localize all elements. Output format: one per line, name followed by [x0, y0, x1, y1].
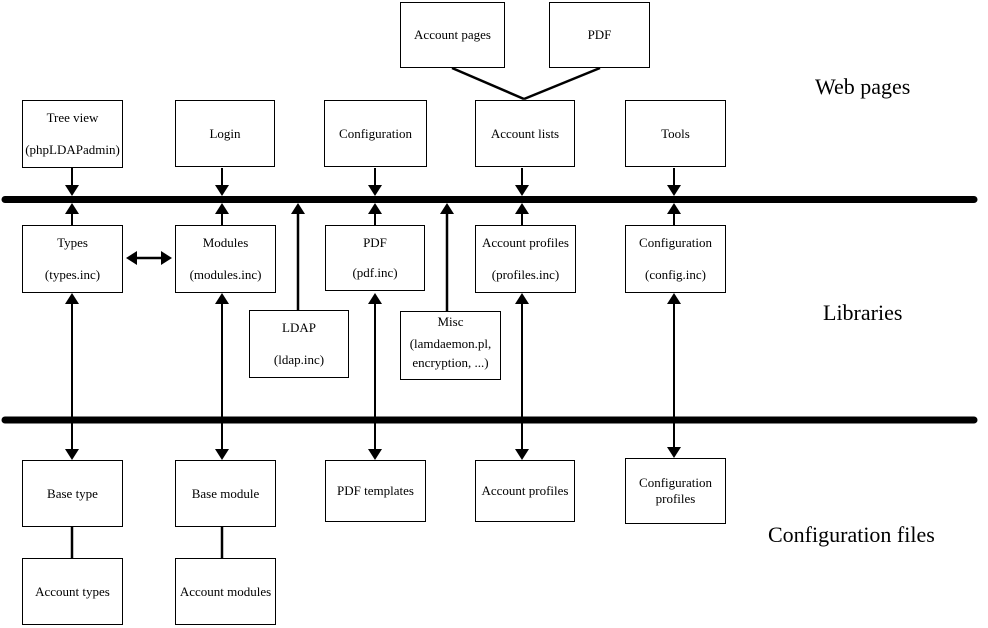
node-account-types: Account types: [22, 558, 123, 625]
node-label: PDF: [587, 27, 612, 43]
node-label: Configuration: [639, 235, 712, 250]
connector-login-modules: [215, 168, 229, 225]
node-sublabel: (config.inc): [644, 267, 706, 283]
node-account-profiles-lib: Account profiles (profiles.inc): [475, 225, 576, 293]
node-account-profiles-file: Account profiles: [475, 460, 575, 522]
node-base-type: Base type: [22, 460, 123, 527]
node-label: Tools: [661, 125, 690, 141]
node-sublabel: (pdf.inc): [352, 265, 398, 281]
node-sublabel: (types.inc): [44, 267, 101, 283]
node-label: Configuration: [639, 475, 712, 491]
node-sublabel: (profiles.inc): [491, 267, 560, 283]
node-sublabel: encryption, ...): [412, 355, 489, 371]
node-pdf-templates: PDF templates: [325, 460, 426, 522]
node-label: Account profiles: [481, 483, 569, 499]
node-label: PDF templates: [337, 483, 414, 499]
node-types: Types (types.inc): [22, 225, 123, 293]
node-label: Base type: [47, 485, 98, 501]
node-label: Account pages: [414, 27, 491, 43]
node-account-lists: Account lists: [475, 100, 575, 167]
connector-pdflib-pdftemplates: [368, 293, 382, 460]
node-tree-view: Tree view (phpLDAPadmin): [22, 100, 123, 168]
node-label: LDAP: [282, 320, 316, 335]
node-pdf-lib: PDF (pdf.inc): [325, 225, 425, 291]
layer-label-configuration-files: Configuration files: [768, 522, 935, 547]
node-login: Login: [175, 100, 275, 167]
node-modules: Modules (modules.inc): [175, 225, 276, 293]
node-account-pages: Account pages: [400, 2, 505, 68]
connector-accountpages-accountlists: [451, 66, 525, 101]
node-configuration-lib: Configuration (config.inc): [625, 225, 726, 293]
connector-ldap-bar: [291, 203, 305, 310]
node-label: Account modules: [179, 583, 272, 599]
node-sublabel: profiles: [655, 491, 696, 506]
connector-accountlists-profileslib: [515, 168, 529, 225]
node-label: Types: [57, 235, 88, 250]
node-label: Tree view: [46, 110, 99, 125]
node-label: Configuration: [339, 125, 412, 141]
node-sublabel: (modules.inc): [189, 267, 262, 283]
node-ldap: LDAP (ldap.inc): [249, 310, 349, 378]
node-label: Login: [209, 125, 241, 141]
connector-configuration-pdflib: [368, 168, 382, 225]
layer-label-libraries: Libraries: [823, 300, 903, 325]
node-tools: Tools: [625, 100, 726, 167]
node-sublabel: (lamdaemon.pl,: [409, 336, 492, 352]
connector-configlib-configprofiles: [667, 293, 681, 458]
node-label: Account types: [35, 583, 110, 599]
node-configuration-page: Configuration: [324, 100, 427, 167]
node-label: PDF: [363, 235, 387, 250]
connector-treeview-types: [65, 168, 79, 225]
connector-types-modules: [126, 251, 172, 265]
node-base-module: Base module: [175, 460, 276, 527]
node-label: Modules: [202, 235, 249, 250]
node-account-modules: Account modules: [175, 558, 276, 625]
connector-misc-bar: [440, 203, 454, 312]
connector-pdftop-accountlists: [523, 66, 601, 101]
layer-label-web-pages: Web pages: [815, 74, 911, 99]
node-label: Base module: [191, 485, 260, 501]
connector-profileslib-profilesfile: [515, 293, 529, 460]
connector-types-basetype: [65, 293, 79, 460]
node-label: Misc: [437, 314, 464, 329]
node-configuration-profiles: Configuration profiles: [625, 458, 726, 524]
node-label: Account profiles: [481, 235, 569, 250]
connector-tools-configlib: [667, 168, 681, 225]
node-misc: Misc (lamdaemon.pl, encryption, ...): [400, 311, 501, 380]
node-sublabel: (ldap.inc): [273, 352, 325, 368]
connector-modules-basemodule: [215, 293, 229, 460]
node-pdf-top: PDF: [549, 2, 650, 68]
node-sublabel: (phpLDAPadmin): [25, 142, 120, 158]
node-label: Account lists: [490, 125, 560, 141]
